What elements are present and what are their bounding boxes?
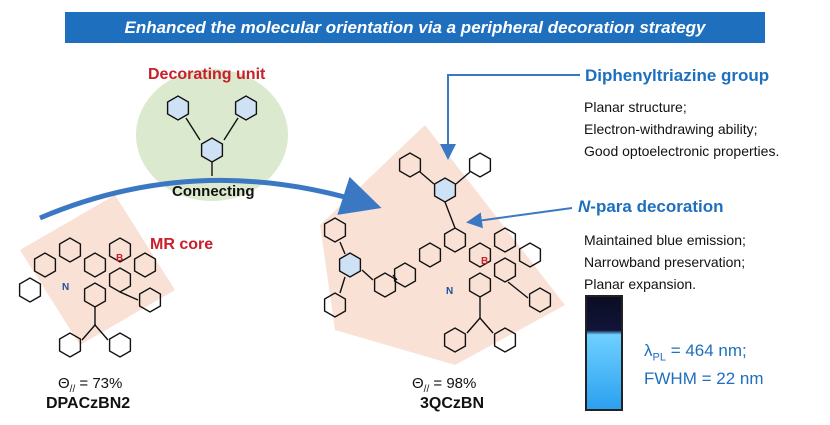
- molecule-highlight: [320, 125, 565, 365]
- bond: [223, 117, 239, 141]
- diphenyltriazine-points: Planar structure; Electron-withdrawing a…: [584, 99, 780, 159]
- aromatic-ring: [323, 292, 347, 318]
- nitrogen-atom-right: N: [446, 286, 453, 297]
- bond: [81, 324, 96, 341]
- boron-atom-left: B: [116, 253, 123, 264]
- aromatic-ring: [518, 242, 542, 268]
- mr-core-label: MR core: [150, 236, 214, 253]
- bond: [455, 171, 471, 185]
- diphenyltriazine-title: Diphenyltriazine group: [585, 66, 770, 85]
- right-molecule-name: 3QCzBN: [420, 395, 485, 412]
- aromatic-ring: [398, 152, 422, 178]
- bond: [419, 171, 435, 185]
- title-banner: Enhanced the molecular orientation via a…: [65, 12, 765, 43]
- aromatic-ring: [493, 327, 517, 353]
- bond: [444, 201, 456, 229]
- mr-core-highlight: [20, 195, 175, 345]
- aromatic-ring: [166, 95, 190, 121]
- bond: [466, 317, 481, 334]
- aromatic-ring: [58, 237, 82, 263]
- aromatic-ring: [200, 137, 224, 163]
- bond: [94, 324, 109, 341]
- connecting-arrow: [39, 176, 382, 221]
- bond: [339, 276, 346, 294]
- nitrogen-atom-left: N: [62, 282, 69, 293]
- bond: [339, 241, 346, 255]
- bond: [479, 317, 494, 334]
- molecular-structures: [18, 95, 552, 358]
- left-orientation-value: Θ// = 73%: [58, 375, 123, 395]
- aromatic-ring: [138, 287, 162, 313]
- aromatic-ring: [323, 217, 347, 243]
- boron-atom-right: B: [481, 256, 488, 267]
- bond: [361, 269, 374, 281]
- aromatic-ring: [468, 152, 492, 178]
- lambda-pl-value: λPL = 464 nm;: [644, 341, 747, 364]
- aromatic-ring: [493, 227, 517, 253]
- cuvette-vial: [585, 295, 623, 411]
- npara-points: Maintained blue emission; Narrowband pre…: [584, 232, 746, 292]
- aromatic-ring: [83, 252, 107, 278]
- bond: [119, 291, 139, 301]
- bond: [392, 274, 398, 281]
- aromatic-ring: [133, 252, 157, 278]
- aromatic-ring: [393, 262, 417, 288]
- aromatic-ring: [468, 242, 492, 268]
- bond: [507, 281, 529, 299]
- aromatic-ring: [338, 252, 362, 278]
- aromatic-ring: [443, 327, 467, 353]
- aromatic-ring: [58, 332, 82, 358]
- decorating-unit-label: Decorating unit: [148, 66, 266, 83]
- emission-properties: λPL = 464 nm; FWHM = 22 nm: [644, 340, 764, 390]
- npara-pointer-arrow: [466, 207, 573, 229]
- aromatic-ring: [493, 257, 517, 283]
- fwhm-value: FWHM = 22 nm: [644, 369, 764, 389]
- aromatic-ring: [18, 277, 42, 303]
- aromatic-ring: [433, 177, 457, 203]
- left-molecule-name: DPACzBN2: [46, 395, 131, 412]
- bond: [185, 117, 201, 141]
- aromatic-ring: [528, 287, 552, 313]
- aromatic-ring: [108, 237, 132, 263]
- aromatic-ring: [33, 252, 57, 278]
- aromatic-ring: [443, 227, 467, 253]
- triazine-pointer-arrow: [440, 74, 580, 160]
- aromatic-ring: [234, 95, 258, 121]
- aromatic-ring: [418, 242, 442, 268]
- connecting-label: Connecting: [172, 183, 255, 200]
- npara-title: N-para decoration: [578, 197, 724, 216]
- aromatic-ring: [108, 332, 132, 358]
- right-orientation-value: Θ// = 98%: [412, 375, 477, 395]
